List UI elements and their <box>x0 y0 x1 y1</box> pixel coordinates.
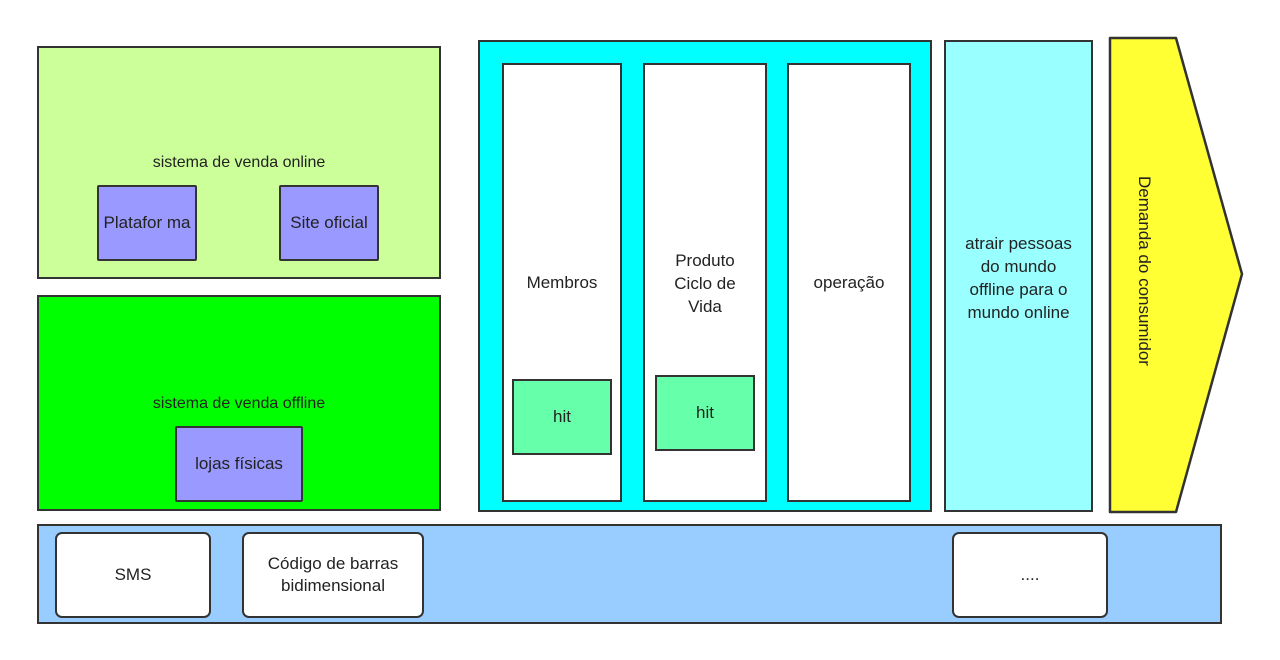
attract-panel: atrair pessoas do mundo offline para o m… <box>944 40 1093 512</box>
center-panel: Membros hit Produto Ciclo de Vida hit op… <box>478 40 932 512</box>
product-lifecycle-label: Produto Ciclo de Vida <box>674 251 736 316</box>
consumer-demand-label: Demanda do consumidor <box>1135 176 1154 366</box>
members-hit-box: hit <box>512 379 612 455</box>
more-box: .... <box>952 532 1108 618</box>
sms-box: SMS <box>55 532 211 618</box>
operation-column: operação <box>787 63 911 502</box>
attract-label: atrair pessoas do mundo offline para o m… <box>965 234 1072 322</box>
members-column: Membros hit <box>502 63 622 502</box>
platform-box: Platafor ma <box>97 185 197 261</box>
members-label: Membros <box>526 273 598 292</box>
operation-label: operação <box>813 273 885 292</box>
offline-sales-panel: sistema de venda offline lojas físicas <box>37 295 441 511</box>
official-site-box: Site oficial <box>279 185 379 261</box>
physical-stores-box: lojas físicas <box>175 426 303 502</box>
offline-sales-title: sistema de venda offline <box>152 395 326 412</box>
product-hit-box: hit <box>655 375 755 451</box>
product-lifecycle-column: Produto Ciclo de Vida hit <box>643 63 767 502</box>
qr-code-box: Código de barras bidimensional <box>242 532 424 618</box>
consumer-demand-arrow <box>1108 36 1244 514</box>
online-sales-panel: sistema de venda online Platafor ma Site… <box>37 46 441 279</box>
online-sales-title: sistema de venda online <box>152 154 326 171</box>
bottom-channels-bar: SMS Código de barras bidimensional .... <box>37 524 1222 624</box>
